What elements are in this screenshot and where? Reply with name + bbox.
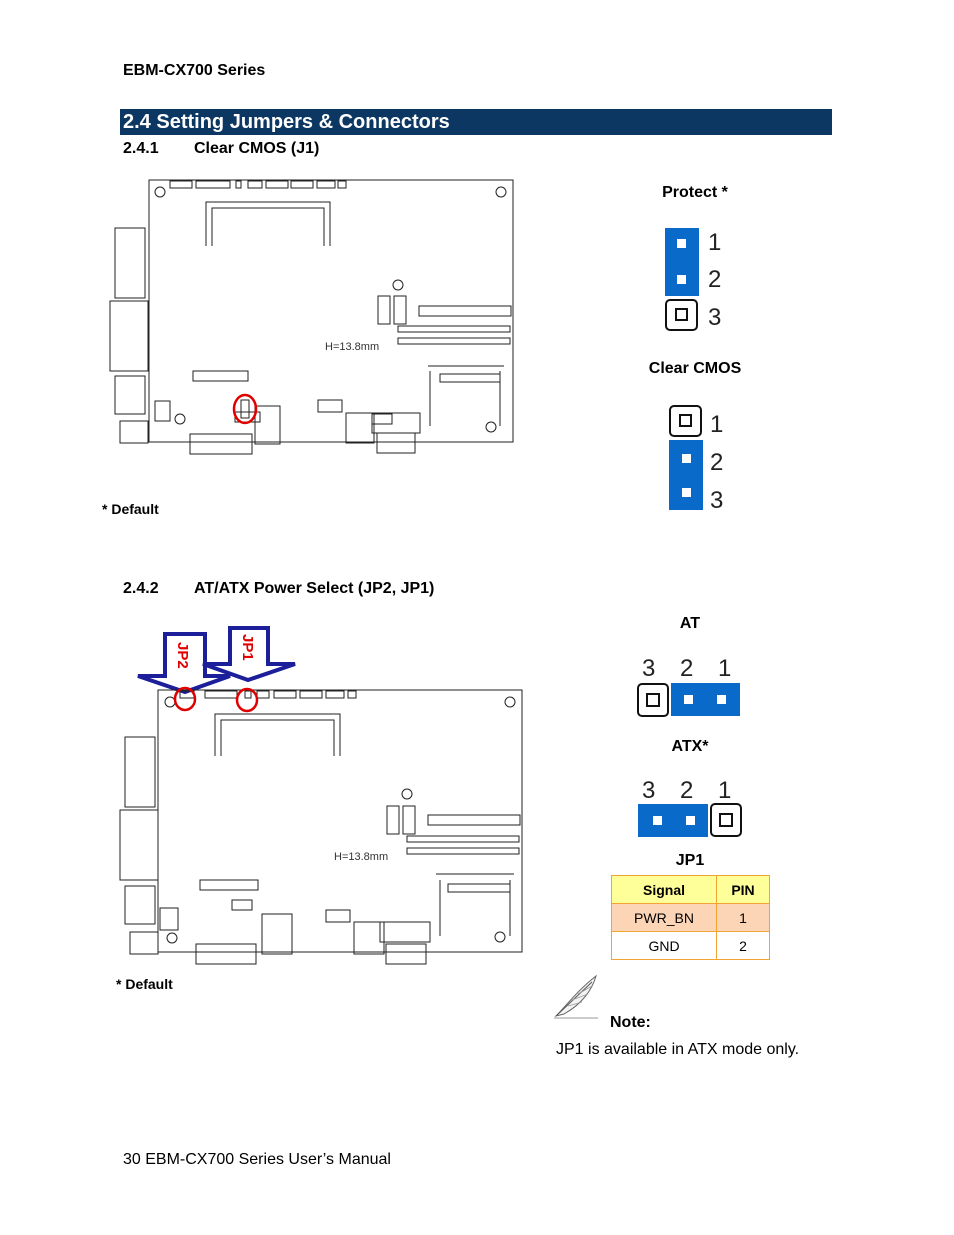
atx-label: ATX* xyxy=(671,738,709,755)
atx-pin-3: 3 xyxy=(642,777,655,804)
subsection-power-select: 2.4.2 AT/ATX Power Select (JP2, JP1) xyxy=(123,580,434,598)
protect-label: Protect * xyxy=(662,184,728,201)
jp2-highlight-ring xyxy=(173,686,197,712)
board-height-label: H=13.8mm xyxy=(334,851,388,863)
jp1-table-title: JP1 xyxy=(675,852,705,869)
clear-cmos-label: Clear CMOS xyxy=(648,360,742,377)
table-row: GND 2 xyxy=(611,931,770,960)
at-pin-2: 2 xyxy=(680,655,693,682)
table-header-pin: PIN xyxy=(716,875,770,904)
atx-pin-2: 2 xyxy=(680,777,693,804)
at-label: AT xyxy=(679,615,701,632)
protect-pin-3: 3 xyxy=(708,304,721,331)
jp1-arrow-label: JP1 xyxy=(239,634,256,661)
atx-pin-1: 1 xyxy=(718,777,731,804)
table-row: PWR_BN 1 xyxy=(611,903,770,932)
note-title: Note: xyxy=(610,1014,651,1031)
at-pin-1: 1 xyxy=(718,655,731,682)
board-diagram-j1: H=13.8mm xyxy=(109,179,514,455)
subsection-number: 2.4.2 xyxy=(123,580,159,597)
document-header: EBM-CX700 Series xyxy=(123,62,266,79)
j1-jumper-mark xyxy=(240,399,250,419)
page-footer: 30 EBM-CX700 Series User’s Manual xyxy=(123,1151,391,1168)
protect-pin-1: 1 xyxy=(708,229,721,256)
subsection-number: 2.4.1 xyxy=(123,140,159,157)
jp2-arrow xyxy=(137,632,231,695)
subsection-clear-cmos: 2.4.1 Clear CMOS (J1) xyxy=(123,140,319,158)
table-cell-signal: GND xyxy=(611,931,717,960)
table-header-signal: Signal xyxy=(611,875,717,904)
table-cell-signal: PWR_BN xyxy=(611,903,717,932)
atx-jumper-diagram: 3 2 1 xyxy=(638,777,742,837)
jp2-arrow-label: JP2 xyxy=(174,642,191,669)
note-text: JP1 is available in ATX mode only. xyxy=(556,1041,800,1058)
table-cell-pin: 1 xyxy=(716,903,770,932)
jp1-arrow xyxy=(202,626,296,683)
table-cell-pin: 2 xyxy=(716,931,770,960)
clear-pin-2: 2 xyxy=(710,449,723,476)
board-diagram-jp: JP2 JP1 H=13.8mm xyxy=(119,626,523,965)
subsection-title: Clear CMOS (J1) xyxy=(194,140,320,157)
clear-cmos-jumper-diagram: 1 2 3 xyxy=(669,405,723,514)
jp1-highlight-ring xyxy=(235,687,259,713)
j1-highlight-ring xyxy=(232,393,258,425)
subsection-title: AT/ATX Power Select (JP2, JP1) xyxy=(194,580,435,597)
jp1-pin-table: Signal PIN PWR_BN 1 GND 2 xyxy=(611,875,770,960)
clear-pin-3: 3 xyxy=(710,487,723,514)
default-note-jp: * Default xyxy=(116,976,173,992)
clear-pin-1: 1 xyxy=(710,411,723,438)
feather-note-icon xyxy=(554,974,598,1019)
protect-jumper-diagram: 1 2 3 xyxy=(665,228,721,331)
at-jumper-diagram: 3 2 1 xyxy=(637,655,740,717)
section-title: 2.4 Setting Jumpers & Connectors xyxy=(120,109,832,135)
default-note-j1: * Default xyxy=(102,501,159,517)
at-pin-3: 3 xyxy=(642,655,655,682)
protect-pin-2: 2 xyxy=(708,266,721,293)
board-height-label: H=13.8mm xyxy=(325,341,379,353)
